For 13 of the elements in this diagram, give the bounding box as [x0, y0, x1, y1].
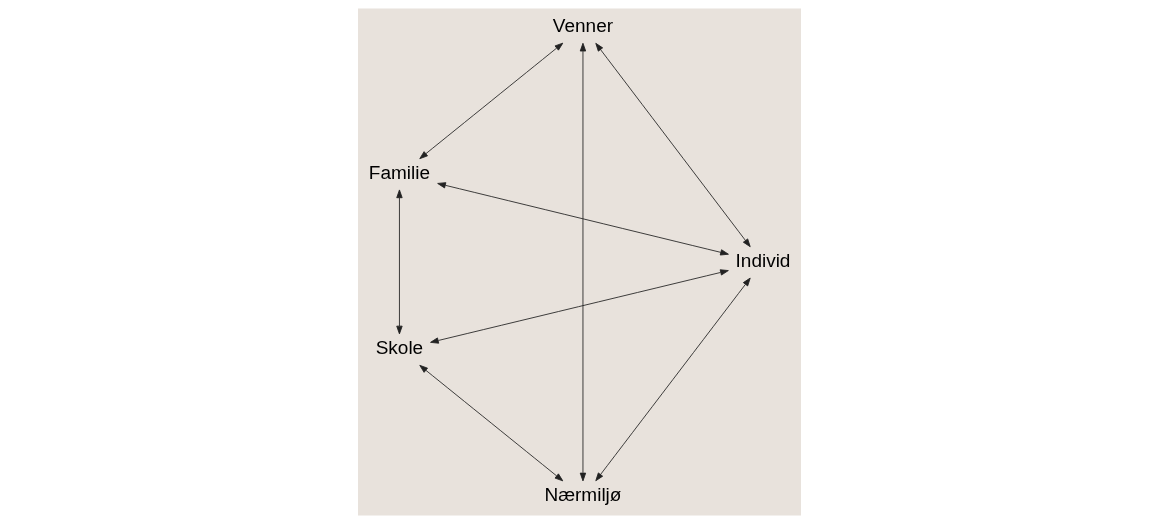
node-text: Nærmiljø: [543, 484, 621, 506]
arrow: [579, 42, 586, 482]
node-text: Familie: [368, 162, 430, 184]
node-text: Skole: [375, 337, 423, 359]
arrow: [418, 42, 563, 160]
arrow: [418, 364, 563, 482]
arrow: [429, 269, 729, 344]
arrow: [395, 189, 403, 335]
node-text: Venner: [552, 15, 613, 37]
arrow: [594, 42, 751, 248]
arrow: [594, 277, 751, 482]
node-text: Individ: [735, 250, 790, 272]
arrow: [436, 182, 729, 256]
